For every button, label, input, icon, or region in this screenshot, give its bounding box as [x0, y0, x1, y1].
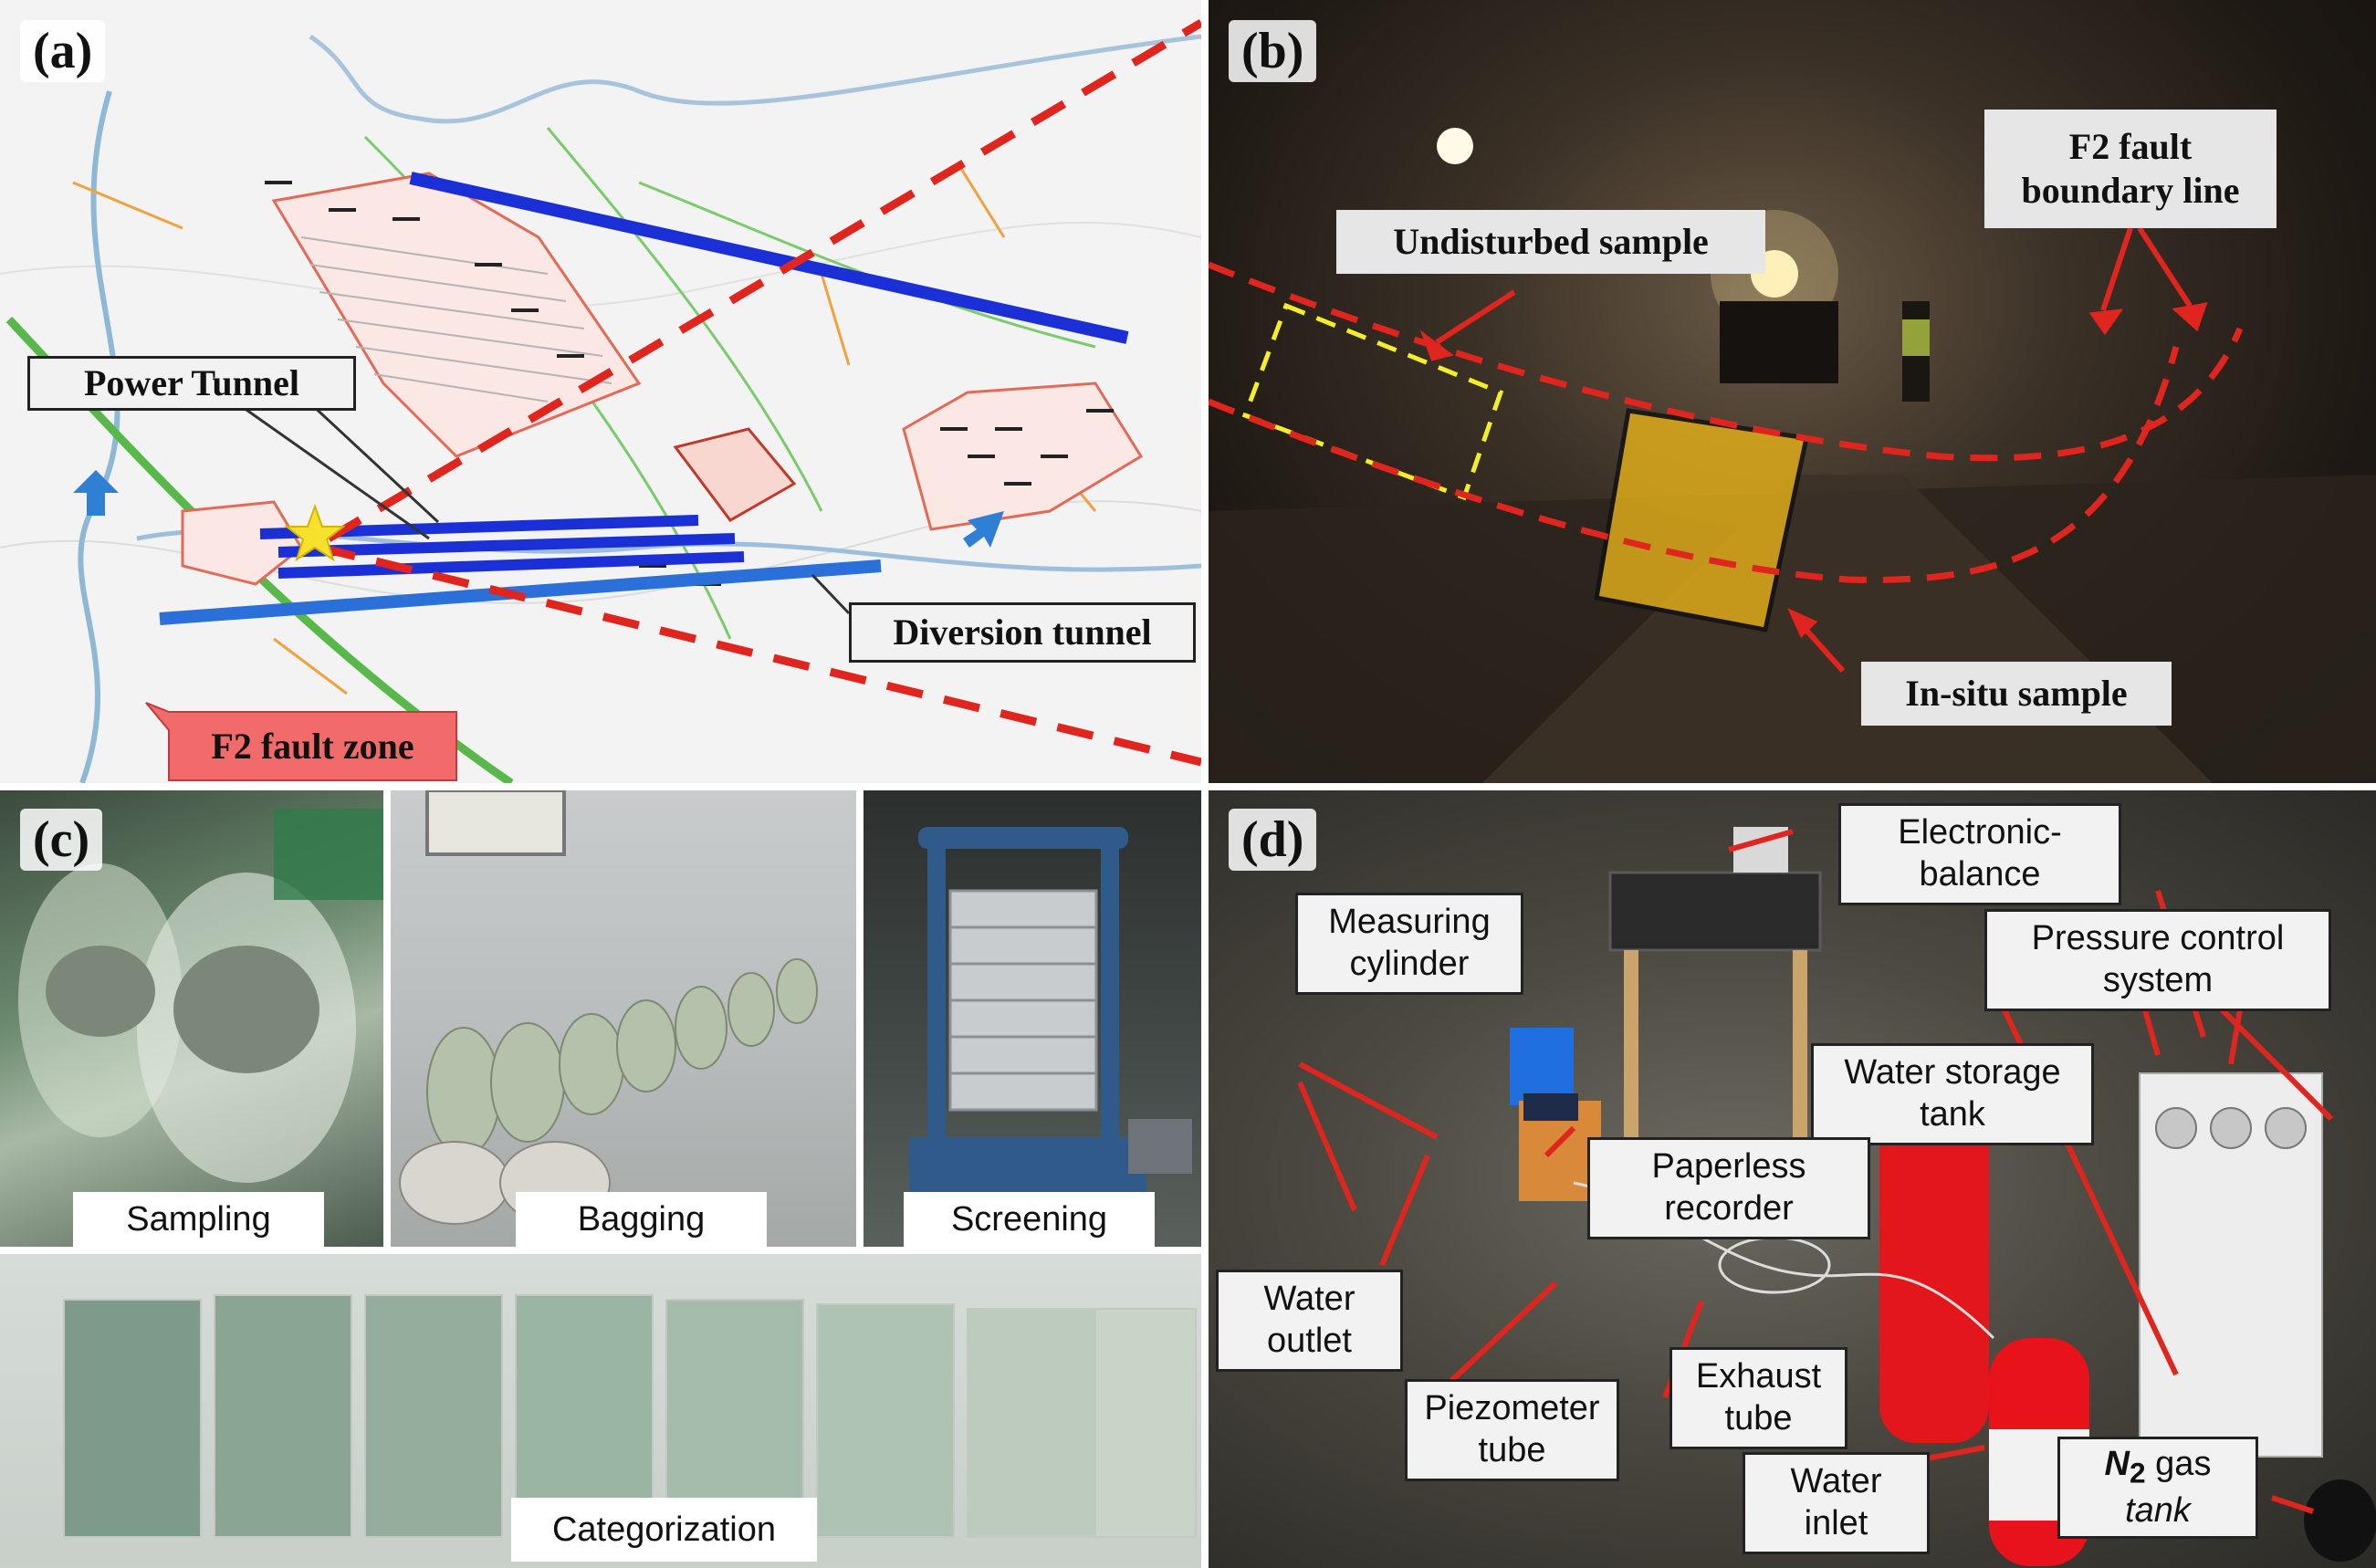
- undisturbed-sample-label: Undisturbed sample: [1336, 210, 1765, 274]
- star-icon: [284, 504, 346, 562]
- insitu-sample-label: In-situ sample: [1861, 662, 2172, 726]
- fault-boundary-lower: [1209, 346, 2180, 583]
- panel-c-photos: (c) Sampling Bagging Screening Categoriz…: [0, 790, 1201, 1568]
- exhaust-tube-label: Exhaust tube: [1669, 1347, 1847, 1449]
- fault-zone-tag: [145, 702, 457, 781]
- categorization-photo: [0, 1254, 1201, 1568]
- electronic-balance-label: Electronic- balance: [1838, 803, 2121, 905]
- graded-samples-sketch: [63, 1294, 1197, 1538]
- measuring-cylinder-line1: Measuring: [1328, 903, 1491, 942]
- water-outlet-label: Water outlet: [1216, 1270, 1403, 1372]
- sieve-shaker-sketch: [909, 827, 1192, 1201]
- paperless-recorder-line1: Paperless: [1651, 1147, 1806, 1186]
- flow-arrow-icon: [73, 470, 119, 516]
- quarry-area: [271, 172, 642, 458]
- piezometer-tube-label: Piezometer tube: [1405, 1379, 1619, 1481]
- paperless-recorder-label: Paperless recorder: [1587, 1137, 1870, 1239]
- piezometer-tube-line2: tube: [1478, 1431, 1546, 1469]
- screening-photo: [864, 790, 1201, 1247]
- water-outlet-line2: outlet: [1267, 1322, 1352, 1360]
- bagging-photo: [391, 790, 856, 1247]
- n2-gas-word: gas: [2155, 1444, 2212, 1483]
- panel-d-label: (d): [1229, 809, 1317, 871]
- fault-boundary-upper: [1209, 261, 2244, 462]
- power-tunnel-label: Power Tunnel: [27, 356, 356, 411]
- pressure-control-label: Pressure control system: [1984, 909, 2331, 1011]
- panel-a-map: (a) Power Tunnel Diversion tunnel F2 fau…: [0, 0, 1201, 783]
- panel-d-setup: (d) Electronic- balance Measuring cylind…: [1209, 790, 2376, 1568]
- n2-symbol: N: [2104, 1444, 2130, 1483]
- exhaust-tube-line2: tube: [1724, 1399, 1793, 1437]
- electronic-balance-line1: Electronic-: [1898, 813, 2062, 852]
- water-storage-line1: Water storage: [1844, 1053, 2061, 1092]
- boundary-line-text: F2 fault boundary line: [2021, 126, 2240, 211]
- water-inlet-line2: inlet: [1804, 1504, 1868, 1542]
- boundary-line-label: F2 fault boundary line: [1984, 110, 2277, 228]
- bag-row-sketch: [399, 790, 818, 1225]
- categorization-label: Categorization: [511, 1498, 817, 1562]
- upper-tunnel: [409, 172, 1129, 344]
- fault-zone-label: F2 fault zone: [211, 726, 414, 767]
- fault-line-upper: [326, 19, 1201, 542]
- undisturbed-sample-box: [1241, 302, 1504, 501]
- n2-gas-tank-label: N2 gas tank: [2057, 1437, 2258, 1539]
- water-inlet-label: Water inlet: [1743, 1452, 1930, 1554]
- fault-line-lower: [318, 543, 1201, 767]
- n2-tank-word: tank: [2125, 1490, 2191, 1530]
- panel-b-label: (b): [1229, 20, 1317, 82]
- measuring-cylinder-line2: cylinder: [1349, 945, 1470, 983]
- electronic-balance-line2: balance: [1919, 855, 2041, 894]
- water-storage-label: Water storage tank: [1811, 1043, 2094, 1145]
- pressure-control-line1: Pressure control: [2031, 919, 2285, 958]
- panel-c-label: (c): [20, 809, 103, 871]
- sample-bag-sketch: [18, 809, 383, 1183]
- bagging-label: Bagging: [516, 1192, 767, 1247]
- flow-arrow-icon: [963, 511, 1004, 548]
- panel-a-label: (a): [20, 20, 106, 82]
- n2-gas-line: N2 gas: [2105, 1444, 2212, 1490]
- water-storage-line2: tank: [1920, 1095, 1985, 1134]
- sampling-label: Sampling: [73, 1192, 324, 1247]
- diversion-tunnel-label: Diversion tunnel: [849, 602, 1196, 663]
- pressure-control-line2: system: [2102, 961, 2214, 999]
- measuring-cylinder-label: Measuring cylinder: [1295, 893, 1523, 995]
- apparatus-sketch: [1297, 827, 2376, 1566]
- screening-label: Screening: [904, 1192, 1155, 1247]
- exhaust-tube-line1: Exhaust: [1695, 1357, 1822, 1396]
- water-outlet-line1: Water: [1263, 1280, 1355, 1319]
- piezometer-tube-line1: Piezometer: [1424, 1389, 1600, 1428]
- paperless-recorder-line2: recorder: [1664, 1189, 1794, 1228]
- panel-b-photo: (b) F2 fault boundary line Undisturbed s…: [1209, 0, 2376, 783]
- n2-subscript: 2: [2130, 1456, 2146, 1490]
- water-inlet-line1: Water: [1790, 1462, 1882, 1501]
